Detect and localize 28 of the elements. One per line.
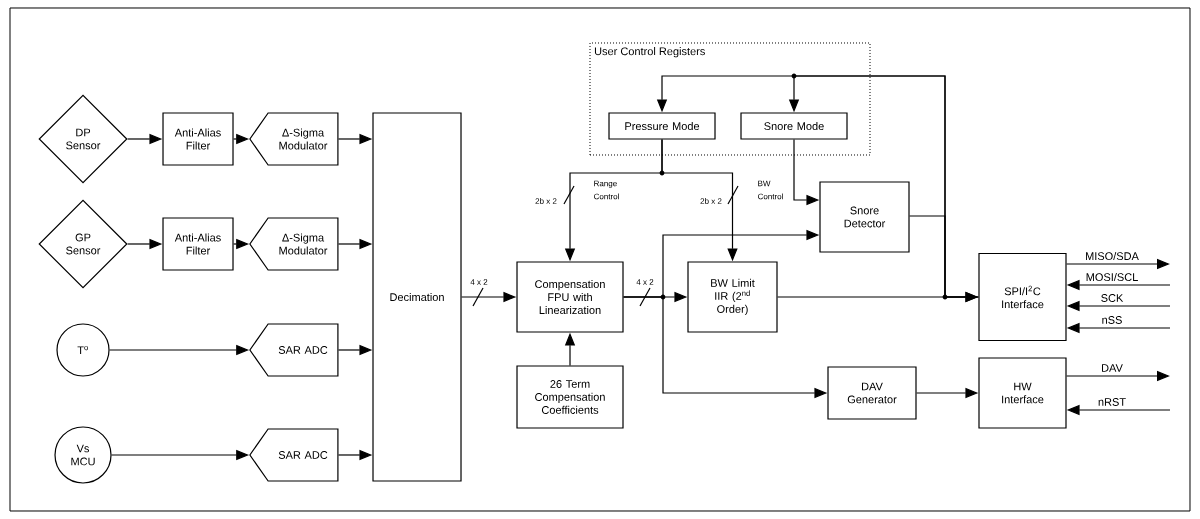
- bus-width-label: 4 x 2: [635, 278, 655, 286]
- adc-block: SAR ADC: [249, 323, 339, 377]
- register-block: Snore Mode: [740, 112, 848, 140]
- modulator-block: Δ-Sigma Modulator: [249, 217, 339, 271]
- edge-label: nRST: [1098, 398, 1126, 406]
- edge-label: DAV: [1102, 364, 1123, 372]
- edge-label: MOSI/SCL: [1086, 272, 1138, 282]
- modulator-block: Δ-Sigma Modulator: [249, 112, 339, 166]
- bus-width-label: 4 x 2: [469, 278, 489, 286]
- edge-label: nSS: [1102, 316, 1122, 324]
- bus-width-label: 2b x 2: [534, 197, 558, 205]
- process-block: BW Limit IIR (2$^{nd}$ Order): [687, 261, 778, 333]
- edge-label: Range Control: [594, 180, 619, 200]
- filter-block: Anti-Alias Filter: [162, 112, 234, 166]
- process-block: DAV Generator: [827, 366, 917, 420]
- edge-label: BW Control: [758, 180, 783, 200]
- adc-block: SAR ADC: [249, 428, 339, 482]
- process-block: Compensation FPU with Linearization: [516, 261, 624, 333]
- bus-width-label: 2b x 2: [699, 197, 723, 205]
- process-block: Decimation: [372, 112, 462, 482]
- interface-block: HW Interface: [978, 357, 1067, 429]
- process-block: 26 Term Compensation Coefficients: [516, 365, 624, 429]
- filter-block: Anti-Alias Filter: [162, 217, 234, 271]
- register-block: Pressure Mode: [608, 112, 716, 140]
- edge-label: MISO/SDA: [1086, 251, 1139, 261]
- interface-block: SPI/I$^{2}$C Interface: [978, 252, 1067, 342]
- process-block: Snore Detector: [819, 181, 910, 253]
- edge-label: SCK: [1101, 294, 1124, 302]
